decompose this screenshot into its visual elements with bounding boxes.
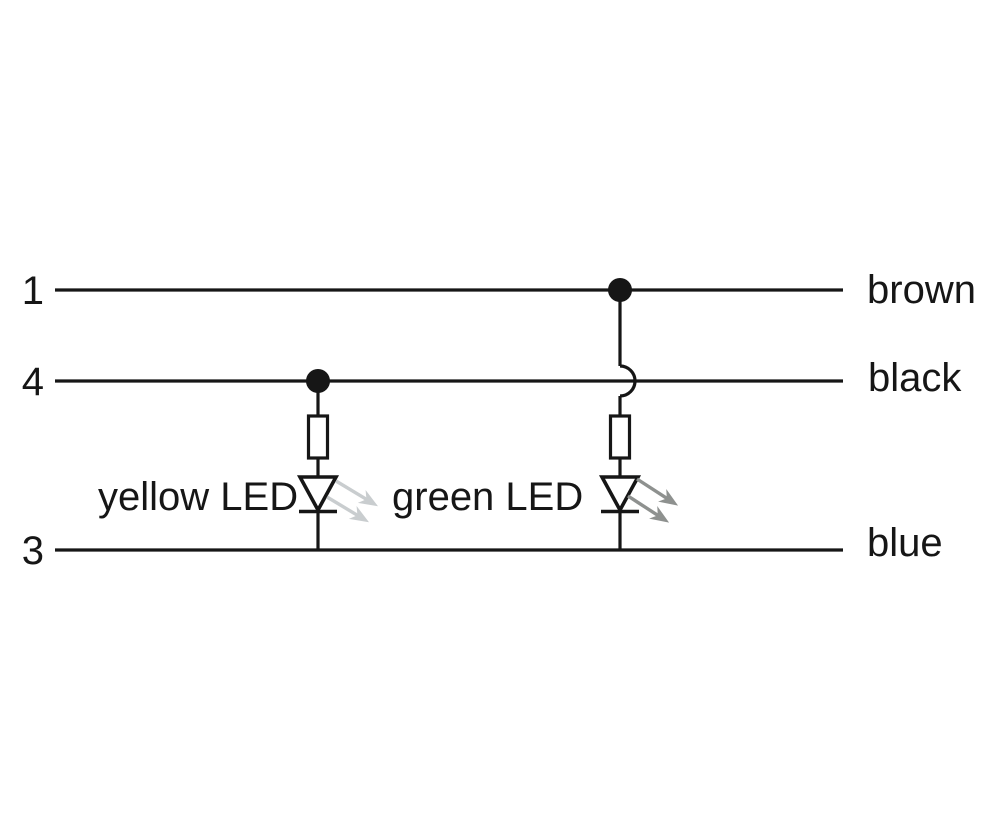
yellow-led-label: yellow LED [98,475,298,519]
wire-color-label-black: black [868,356,962,400]
light-emission-arrow-icon [622,488,675,531]
junction-dot [306,369,330,393]
light-emission-arrow-icon [321,488,375,531]
junction-dot [608,278,632,302]
schematic-strokes [55,278,843,552]
pin-numbers: 1 4 3 [22,269,44,573]
green-led-branch [598,290,642,550]
led-diode-triangle-icon [598,475,642,514]
led-labels: yellow LED green LED [98,475,583,519]
light-emission-arrow-icon [631,471,684,514]
pin-number-4: 4 [22,360,44,404]
led-diode-triangle-icon [296,475,340,514]
resistor-icon [306,414,330,460]
pin-number-3: 3 [22,529,44,573]
wire-color-label-blue: blue [867,521,943,565]
green-led-label: green LED [392,475,583,519]
yellow-led-branch [296,381,340,550]
resistor-icon [608,414,632,460]
pin-number-1: 1 [22,269,44,313]
wire-color-labels: brown black blue [867,268,976,565]
wire-color-label-brown: brown [867,268,976,312]
wire-crossover-hop-icon [619,364,637,398]
